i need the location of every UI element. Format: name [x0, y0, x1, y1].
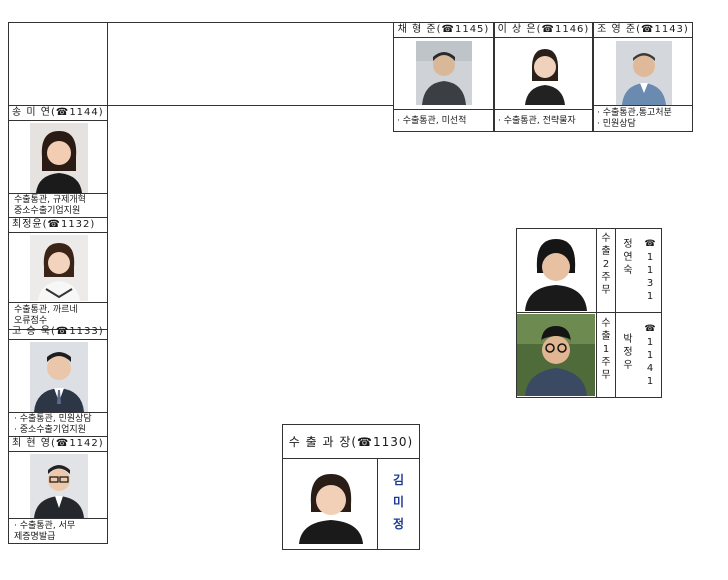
role-char: 1 [602, 344, 610, 355]
role-char: 주 [601, 357, 611, 368]
staff-photo [517, 314, 595, 396]
role-char: 출 [601, 246, 611, 257]
name-char: 정 [392, 517, 405, 531]
phone-digit: 1 [646, 252, 654, 263]
role-char: 무 [601, 285, 611, 296]
phone-digit: 4 [646, 363, 654, 374]
staff-column-left [8, 106, 108, 544]
staff-card-left-4: 최 현 영(☎1142) · 수출통관, 서무 제증명발급 [8, 437, 108, 544]
chief-photo [291, 462, 371, 544]
duty-line: · 민원상담 [597, 119, 636, 129]
staff-name: 최정윤(☎1132) [8, 218, 108, 233]
staff-card-top-2: 이 상 은(☎1146) · 수출통관, 전략물자 [494, 22, 593, 132]
phone-digit: 1 [646, 337, 654, 348]
staff-name: 최 현 영(☎1142) [8, 437, 108, 452]
duty-line: 오류점수 [14, 316, 48, 326]
staff-name: 조 영 준(☎1143) [594, 23, 692, 38]
phone-digit: 1 [646, 265, 654, 276]
staff-photo [616, 41, 672, 105]
staff-photo [30, 123, 88, 193]
staff-name: 송 미 연(☎1144) [8, 106, 108, 121]
role-char: 무 [601, 370, 611, 381]
staff-name: 이 상 은(☎1146) [495, 23, 592, 38]
duty-line: 제증명발급 [14, 532, 56, 542]
staff-card-top-1: 채 형 준(☎1145) · 수출통관, 미선적 [393, 22, 494, 132]
staff-row-right-2: 수 출 1 주 무 박 정 우 ☎ 1 1 4 1 [516, 313, 662, 398]
role-label: 수 출 1 주 무 [596, 313, 616, 398]
role-char: 2 [602, 259, 610, 270]
duty-line: 수출통관, 까르네 [14, 305, 78, 315]
staff-duty: · 수출통관, 민원상담 · 중소수출기업지원 [8, 412, 108, 438]
phone-digit: 1 [646, 376, 654, 387]
name-char: 숙 [623, 265, 633, 276]
phone-vertical: ☎ 1 1 4 1 [640, 323, 660, 388]
duty-line: 수출통관, 규제개혁 [14, 195, 86, 205]
duty-line: · 수출통관, 서무 [14, 521, 76, 531]
name-char: 정 [623, 239, 633, 250]
staff-photo [517, 41, 573, 105]
frame-middle-top [107, 22, 393, 106]
staff-name-vertical: 박 정 우 [618, 333, 638, 372]
staff-name: 채 형 준(☎1145) [394, 23, 493, 38]
chief-name-vertical: 김 미 정 [377, 459, 419, 549]
chief-card: 수 출 과 장(☎1130) 김 미 정 [282, 424, 420, 550]
staff-name: 고 승 욱(☎1133) [8, 325, 108, 340]
staff-card-left-3: 고 승 욱(☎1133) · 수출통관, 민원상담 · 중소수출기업지원 [8, 325, 108, 437]
name-char: 김 [392, 473, 405, 487]
staff-name-vertical: 정 연 숙 [618, 238, 638, 277]
staff-duty: · 수출통관, 미선적 [394, 109, 493, 133]
staff-duty: · 수출통관,통고처분 · 민원상담 [594, 105, 692, 135]
staff-duty: · 수출통관, 전략물자 [495, 109, 592, 133]
phone-digit: 3 [646, 278, 654, 289]
name-char: 정 [623, 347, 633, 358]
name-char: 미 [392, 495, 405, 509]
staff-duty: 수출통관, 규제개혁 중소수출기업지원 [8, 193, 108, 219]
name-char: 박 [623, 334, 633, 345]
role-char: 출 [601, 331, 611, 342]
duty-line: · 중소수출기업지원 [14, 425, 86, 435]
role-label: 수 출 2 주 무 [596, 228, 616, 313]
phone-icon: ☎ [644, 324, 656, 334]
duty-line: 중소수출기업지원 [14, 206, 81, 216]
staff-card-left-1: 송 미 연(☎1144) 수출통관, 규제개혁 중소수출기업지원 [8, 106, 108, 218]
duty-line: · 수출통관,통고처분 [597, 108, 672, 118]
phone-icon: ☎ [644, 239, 656, 249]
name-char: 연 [623, 252, 633, 263]
duty-line: · 수출통관, 민원상담 [14, 414, 92, 424]
staff-row-right-1: 수 출 2 주 무 정 연 숙 ☎ 1 1 3 1 [516, 228, 662, 313]
phone-digit: 1 [646, 350, 654, 361]
frame-left-top [8, 22, 108, 106]
chief-title: 수 출 과 장(☎1130) [283, 425, 419, 459]
staff-duty: · 수출통관, 서무 제증명발급 [8, 518, 108, 547]
role-char: 주 [601, 272, 611, 283]
phone-digit: 1 [646, 291, 654, 302]
staff-card-left-2: 최정윤(☎1132) 수출통관, 까르네 오류점수 [8, 218, 108, 330]
role-char: 수 [601, 318, 611, 329]
staff-photo [30, 454, 88, 518]
staff-photo [416, 41, 472, 105]
name-char: 우 [623, 360, 633, 371]
staff-panel-right [516, 228, 662, 398]
staff-photo [30, 342, 88, 412]
phone-vertical: ☎ 1 1 3 1 [640, 238, 660, 303]
staff-duty: 수출통관, 까르네 오류점수 [8, 302, 108, 332]
staff-card-top-3: 조 영 준(☎1143) · 수출통관,통고처분 · 민원상담 [593, 22, 693, 132]
staff-photo [517, 229, 595, 311]
role-char: 수 [601, 233, 611, 244]
staff-photo [30, 235, 88, 301]
